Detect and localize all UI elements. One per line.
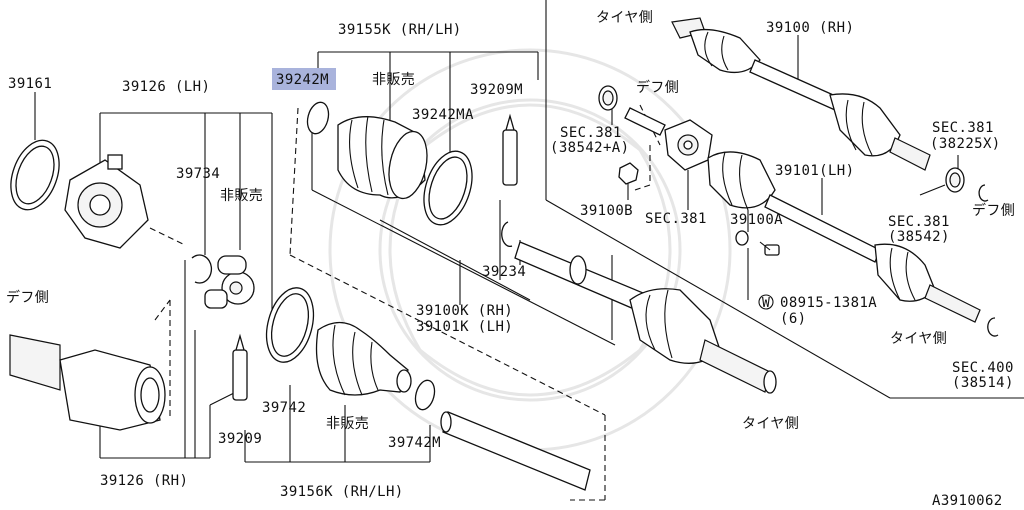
label-bolt-w: W [762,296,770,311]
label-sec381-38542a[interactable]: SEC.381 [560,125,622,141]
label-sec381-38542[interactable]: SEC.381 [888,214,950,230]
label-diff-side-mid: デフ側 [636,79,679,96]
flange-sec381[interactable] [664,119,713,171]
circlip-39234[interactable] [501,221,513,248]
label-39734[interactable]: 39734 [176,166,220,182]
label-sec381-flange[interactable]: SEC.381 [645,211,707,227]
boot-39242m-outer[interactable] [337,115,433,202]
drawing-id: A3910062 [932,493,1003,509]
grease-tube-39209[interactable] [232,333,248,401]
label-39126-lh[interactable]: 39126 (LH) [122,79,210,95]
label-sec381-38225x-code: (38225X) [930,136,1001,152]
label-sec381-38542a-code: (38542+A) [550,140,629,156]
label-39101k-lh[interactable]: 39101K (LH) [416,319,513,335]
label-39101-lh[interactable]: 39101(LH) [775,163,854,179]
label-tire-side-bottom: タイヤ側 [742,416,799,432]
label-sec400[interactable]: SEC.400 [952,360,1014,376]
label-sec400-code: (38514) [952,375,1014,391]
nut-39100b[interactable] [618,162,639,185]
washer-39100a[interactable] [735,230,749,246]
snap-ring-right[interactable] [978,184,989,202]
label-39126-rh[interactable]: 39126 (RH) [100,473,188,489]
grease-tube-39209m[interactable] [502,113,518,186]
label-39100a[interactable]: 39100A [730,212,783,228]
label-nonsale-top: 非販売 [372,72,415,88]
label-39100b[interactable]: 39100B [580,203,633,219]
label-39156k[interactable]: 39156K (RH/LH) [280,484,404,500]
seal-38542a[interactable] [598,85,618,111]
label-bolt-qty: (6) [780,311,807,327]
shaft-inner-stub[interactable] [440,411,591,491]
label-39155k[interactable]: 39155K (RH/LH) [338,22,462,38]
seal-38542[interactable] [945,167,965,193]
bolt-w-circle [758,294,774,310]
label-39209m[interactable]: 39209M [470,82,523,98]
label-tire-side-top: タイヤ側 [596,10,653,26]
label-nonsale-left: 非販売 [220,188,263,204]
label-tire-side-right: タイヤ側 [890,331,947,347]
label-39242m[interactable]: 39242M [276,72,329,88]
joint-39100k-outer[interactable] [629,288,777,394]
label-39161[interactable]: 39161 [8,76,52,92]
label-diff-side-right: デフ側 [972,202,1015,219]
label-sec381-38542-code: (38542) [888,229,950,245]
bolt-08915[interactable] [759,241,780,256]
driveshaft-39100-rh[interactable] [671,17,931,171]
label-39742[interactable]: 39742 [262,400,306,416]
band-39242m[interactable] [304,100,332,136]
band-39742[interactable] [259,283,321,368]
label-39209[interactable]: 39209 [218,431,262,447]
label-39234[interactable]: 39234 [482,264,526,280]
housing-39126-lh[interactable] [64,154,149,249]
snap-ring-38514[interactable] [987,317,999,337]
label-diff-side-left: デフ側 [6,289,49,306]
stub-shaft[interactable] [624,107,666,136]
spider-assembly[interactable] [204,255,255,309]
leader-lines [34,0,1024,463]
label-39742m[interactable]: 39742M [388,435,441,451]
housing-39126-rh[interactable] [9,334,166,431]
label-39242ma[interactable]: 39242MA [412,107,474,123]
snap-ring-39734[interactable] [191,254,213,284]
boot-39742-inner[interactable] [315,321,412,396]
label-nonsale-bottom: 非販売 [326,416,369,432]
circlip-39161[interactable] [2,134,68,217]
highlight-39242m [272,68,336,90]
band-39742m[interactable] [412,378,437,412]
part-labels: 39161 39126 (LH) 39155K (RH/LH) 39242M 非… [6,10,1015,509]
label-39100-rh[interactable]: 39100 (RH) [766,20,854,36]
label-39100k-rh[interactable]: 39100K (RH) [416,303,513,319]
driveshaft-39101-lh[interactable] [707,151,981,323]
label-08915-1381a[interactable]: 08915-1381A [780,295,877,311]
band-39242ma[interactable] [415,145,480,231]
label-sec381-38225x[interactable]: SEC.381 [932,120,994,136]
